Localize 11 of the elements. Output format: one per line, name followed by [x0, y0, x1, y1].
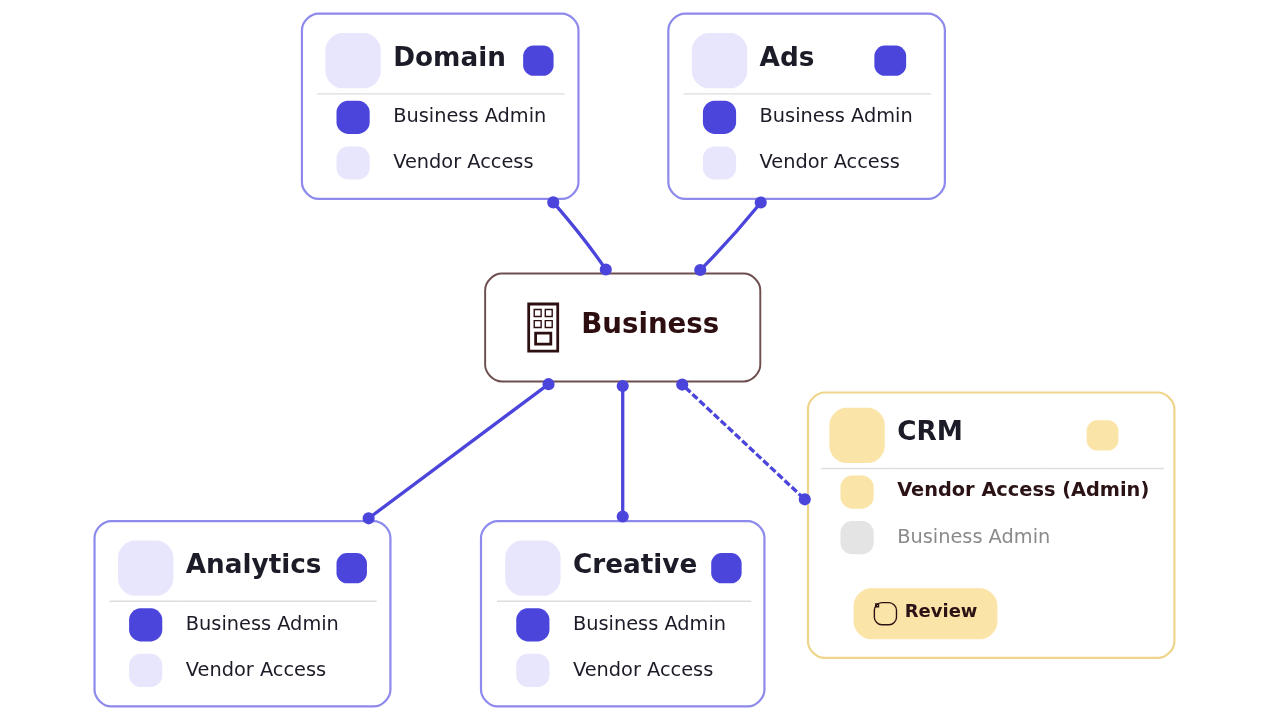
- node-box: Ads Business Admin Vendor Access: [667, 12, 946, 201]
- node-box: Creative Business Admin Vendor Access: [479, 519, 766, 708]
- connector: [694, 196, 767, 277]
- node-box: Business: [484, 272, 762, 383]
- connector: [616, 379, 629, 523]
- connector: [362, 378, 555, 525]
- node-box: Analytics Business Admin Vendor Access: [93, 519, 392, 708]
- connector: [676, 378, 811, 506]
- connector: [547, 196, 612, 276]
- node-box: Domain Business Admin Vendor Access: [300, 12, 580, 201]
- node-box: Review: [853, 588, 998, 640]
